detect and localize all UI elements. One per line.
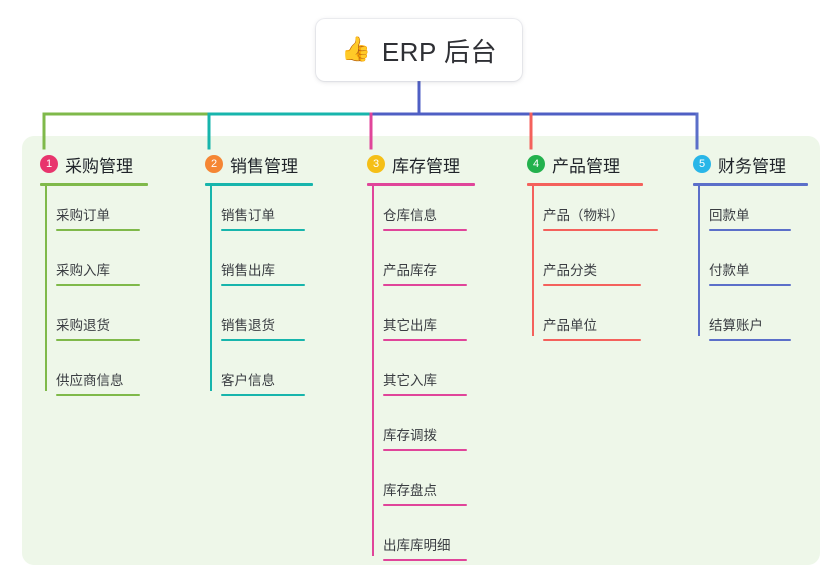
column-underline xyxy=(527,183,643,186)
leaf-label: 产品单位 xyxy=(543,318,597,333)
column-销售管理: 2 销售管理 xyxy=(205,151,313,186)
leaf-label: 回款单 xyxy=(709,208,750,223)
leaf-item[interactable]: 产品（物料） xyxy=(543,204,658,231)
leaf-label: 产品库存 xyxy=(383,263,437,278)
column-title: 采购管理 xyxy=(65,156,133,176)
leaf-item[interactable]: 付款单 xyxy=(709,259,791,286)
leaf-item[interactable]: 库存调拨 xyxy=(383,424,467,451)
column-title: 库存管理 xyxy=(392,156,460,176)
leaf-label: 供应商信息 xyxy=(56,373,124,388)
leaf-label: 付款单 xyxy=(709,263,750,278)
leaf-label: 采购入库 xyxy=(56,263,110,278)
column-badge-5: 5 xyxy=(693,155,711,173)
leaf-item[interactable]: 产品单位 xyxy=(543,314,641,341)
column-title: 销售管理 xyxy=(230,156,298,176)
column-库存管理: 3 库存管理 xyxy=(367,151,475,186)
root-node[interactable]: 👍 ERP 后台 xyxy=(316,19,522,81)
root-title: ERP 后台 xyxy=(381,36,498,67)
leaf-underline xyxy=(543,284,641,286)
column-header-3[interactable]: 3 库存管理 xyxy=(367,151,475,177)
column-badge-2: 2 xyxy=(205,155,223,173)
column-header-4[interactable]: 4 产品管理 xyxy=(527,151,643,177)
leaf-item[interactable]: 产品分类 xyxy=(543,259,641,286)
leaf-label: 采购退货 xyxy=(56,318,110,333)
leaf-item[interactable]: 产品库存 xyxy=(383,259,467,286)
diagram-panel xyxy=(22,136,820,565)
column-stem xyxy=(532,183,534,336)
column-badge-1: 1 xyxy=(40,155,58,173)
column-stem xyxy=(372,183,374,556)
leaf-underline xyxy=(221,339,305,341)
leaf-item[interactable]: 采购退货 xyxy=(56,314,140,341)
column-underline xyxy=(367,183,475,186)
column-财务管理: 5 财务管理 xyxy=(693,151,808,186)
leaf-label: 仓库信息 xyxy=(383,208,437,223)
leaf-label: 产品（物料） xyxy=(543,208,624,223)
column-title: 产品管理 xyxy=(552,156,620,176)
leaf-item[interactable]: 回款单 xyxy=(709,204,791,231)
leaf-item[interactable]: 结算账户 xyxy=(709,314,791,341)
leaf-underline xyxy=(383,449,467,451)
leaf-item[interactable]: 供应商信息 xyxy=(56,369,140,396)
leaf-underline xyxy=(709,229,791,231)
leaf-label: 产品分类 xyxy=(543,263,597,278)
thumbs-up-icon: 👍 xyxy=(340,36,371,63)
leaf-label: 其它入库 xyxy=(383,373,437,388)
leaf-item[interactable]: 采购订单 xyxy=(56,204,140,231)
leaf-underline xyxy=(383,559,467,561)
leaf-label: 其它出库 xyxy=(383,318,437,333)
leaf-underline xyxy=(383,229,467,231)
leaf-item[interactable]: 销售订单 xyxy=(221,204,305,231)
leaf-label: 库存调拨 xyxy=(383,428,437,443)
leaf-underline xyxy=(56,284,140,286)
column-stem xyxy=(210,183,212,391)
leaf-label: 库存盘点 xyxy=(383,483,437,498)
leaf-label: 销售退货 xyxy=(221,318,275,333)
leaf-underline xyxy=(383,284,467,286)
leaf-item[interactable]: 销售退货 xyxy=(221,314,305,341)
leaf-underline xyxy=(709,284,791,286)
column-产品管理: 4 产品管理 xyxy=(527,151,643,186)
leaf-label: 出库库明细 xyxy=(383,538,451,553)
column-stem xyxy=(45,183,47,391)
leaf-item[interactable]: 其它出库 xyxy=(383,314,467,341)
leaf-item[interactable]: 出库库明细 xyxy=(383,534,467,561)
leaf-item[interactable]: 销售出库 xyxy=(221,259,305,286)
column-underline xyxy=(205,183,313,186)
leaf-item[interactable]: 库存盘点 xyxy=(383,479,467,506)
leaf-item[interactable]: 客户信息 xyxy=(221,369,305,396)
leaf-item[interactable]: 采购入库 xyxy=(56,259,140,286)
leaf-label: 销售订单 xyxy=(221,208,275,223)
column-underline xyxy=(40,183,148,186)
leaf-label: 采购订单 xyxy=(56,208,110,223)
leaf-underline xyxy=(383,394,467,396)
leaf-label: 销售出库 xyxy=(221,263,275,278)
column-badge-3: 3 xyxy=(367,155,385,173)
leaf-underline xyxy=(56,394,140,396)
leaf-underline xyxy=(543,339,641,341)
leaf-underline xyxy=(221,394,305,396)
leaf-item[interactable]: 其它入库 xyxy=(383,369,467,396)
leaf-underline xyxy=(709,339,791,341)
leaf-underline xyxy=(56,339,140,341)
column-underline xyxy=(693,183,808,186)
leaf-underline xyxy=(383,504,467,506)
leaf-underline xyxy=(56,229,140,231)
column-header-1[interactable]: 1 采购管理 xyxy=(40,151,148,177)
leaf-underline xyxy=(221,229,305,231)
leaf-label: 结算账户 xyxy=(709,318,763,333)
leaf-underline xyxy=(543,229,658,231)
leaf-label: 客户信息 xyxy=(221,373,275,388)
leaf-item[interactable]: 仓库信息 xyxy=(383,204,467,231)
column-badge-4: 4 xyxy=(527,155,545,173)
column-header-2[interactable]: 2 销售管理 xyxy=(205,151,313,177)
column-采购管理: 1 采购管理 xyxy=(40,151,148,186)
column-header-5[interactable]: 5 财务管理 xyxy=(693,151,808,177)
leaf-underline xyxy=(383,339,467,341)
leaf-underline xyxy=(221,284,305,286)
column-title: 财务管理 xyxy=(718,156,786,176)
column-stem xyxy=(698,183,700,336)
